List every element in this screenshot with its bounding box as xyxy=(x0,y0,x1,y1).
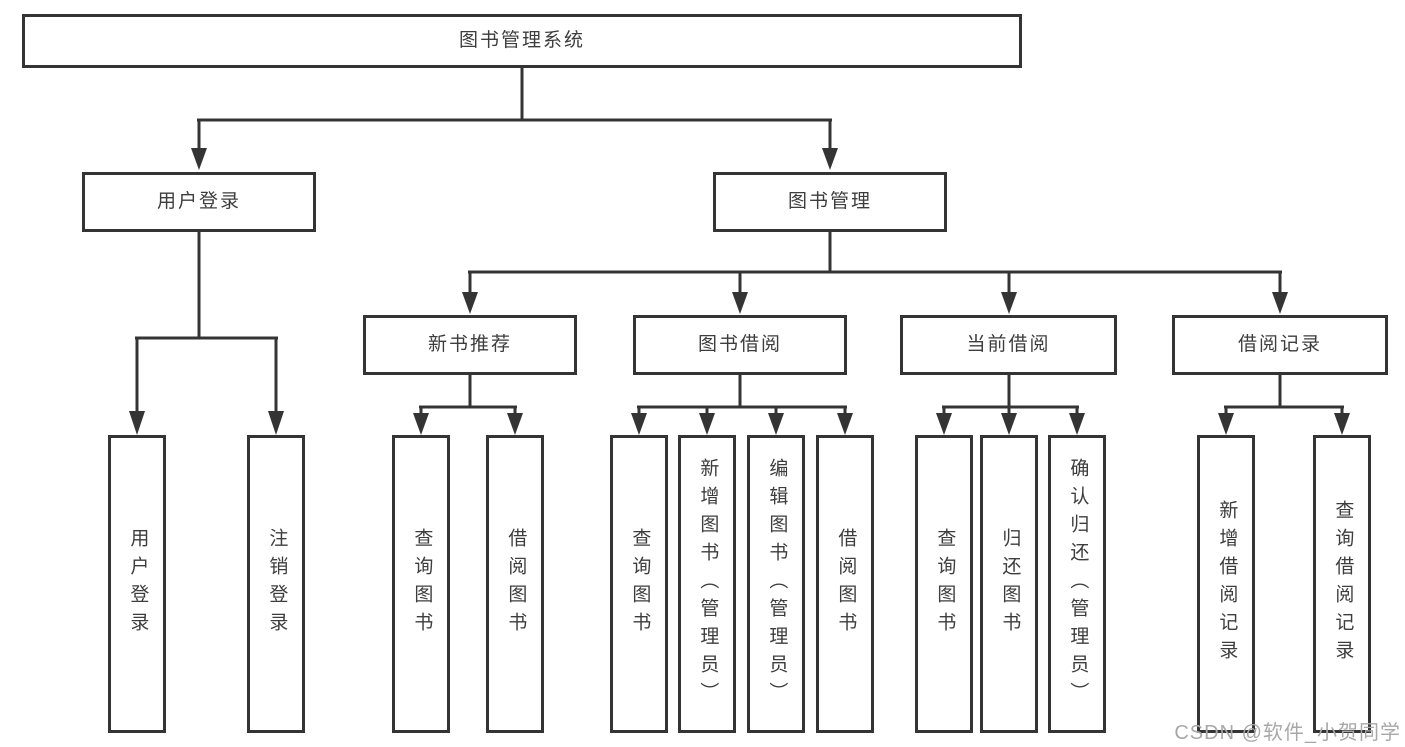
leaf-label: 用户登录 xyxy=(127,528,149,640)
node-book-borrowing: 图书借阅 xyxy=(633,315,847,375)
connector-new-book-recommendation-to-leaves xyxy=(413,375,523,435)
leaf-query-books-3: 查询图书 xyxy=(915,435,973,733)
leaf-label: 查询借阅记录 xyxy=(1332,500,1354,668)
leaf-label: 借阅图书 xyxy=(505,528,527,640)
connector-borrowing-records-to-leaves xyxy=(1218,375,1350,435)
leaf-label: 查询图书 xyxy=(629,528,651,640)
leaf-label: 新增借阅记录 xyxy=(1216,500,1238,668)
node-borrowing-records: 借阅记录 xyxy=(1172,315,1388,375)
leaf-logout: 注销登录 xyxy=(247,435,305,733)
leaf-edit-book-admin: 编辑图书（管理员） xyxy=(747,435,805,733)
connector-book-management-to-level3 xyxy=(462,232,1288,314)
connector-current-borrowing-to-leaves xyxy=(936,375,1085,435)
leaf-query-borrow-record: 查询借阅记录 xyxy=(1313,435,1371,733)
connector-book-borrowing-to-leaves xyxy=(631,375,853,435)
connector-root-to-level2 xyxy=(191,68,838,170)
node-book-management: 图书管理 xyxy=(713,172,947,232)
leaf-borrow-books-1: 借阅图书 xyxy=(486,435,544,733)
leaf-label: 注销登录 xyxy=(266,528,288,640)
leaf-label: 确认归还（管理员） xyxy=(1067,458,1089,710)
leaf-borrow-books-2: 借阅图书 xyxy=(816,435,874,733)
leaf-label: 查询图书 xyxy=(411,528,433,640)
leaf-query-books-2: 查询图书 xyxy=(610,435,668,733)
leaf-label: 编辑图书（管理员） xyxy=(766,458,788,710)
leaf-label: 查询图书 xyxy=(934,528,956,640)
leaf-add-book-admin: 新增图书（管理员） xyxy=(678,435,736,733)
leaf-query-books-1: 查询图书 xyxy=(392,435,450,733)
node-library-management-system: 图书管理系统 xyxy=(22,14,1022,68)
leaf-label: 归还图书 xyxy=(999,528,1021,640)
node-user-login: 用户登录 xyxy=(82,172,316,232)
leaf-user-login: 用户登录 xyxy=(108,435,166,733)
watermark-csdn: CSDN @软件_小贺同学 xyxy=(1174,722,1401,744)
leaf-return-books: 归还图书 xyxy=(980,435,1038,733)
connector-user-login-to-leaves xyxy=(129,232,284,435)
leaf-label: 借阅图书 xyxy=(835,528,857,640)
leaf-add-borrow-record: 新增借阅记录 xyxy=(1197,435,1255,733)
node-new-book-recommendation: 新书推荐 xyxy=(363,315,577,375)
node-current-borrowing: 当前借阅 xyxy=(900,315,1117,375)
leaf-confirm-return-admin: 确认归还（管理员） xyxy=(1048,435,1106,733)
leaf-label: 新增图书（管理员） xyxy=(697,458,719,710)
